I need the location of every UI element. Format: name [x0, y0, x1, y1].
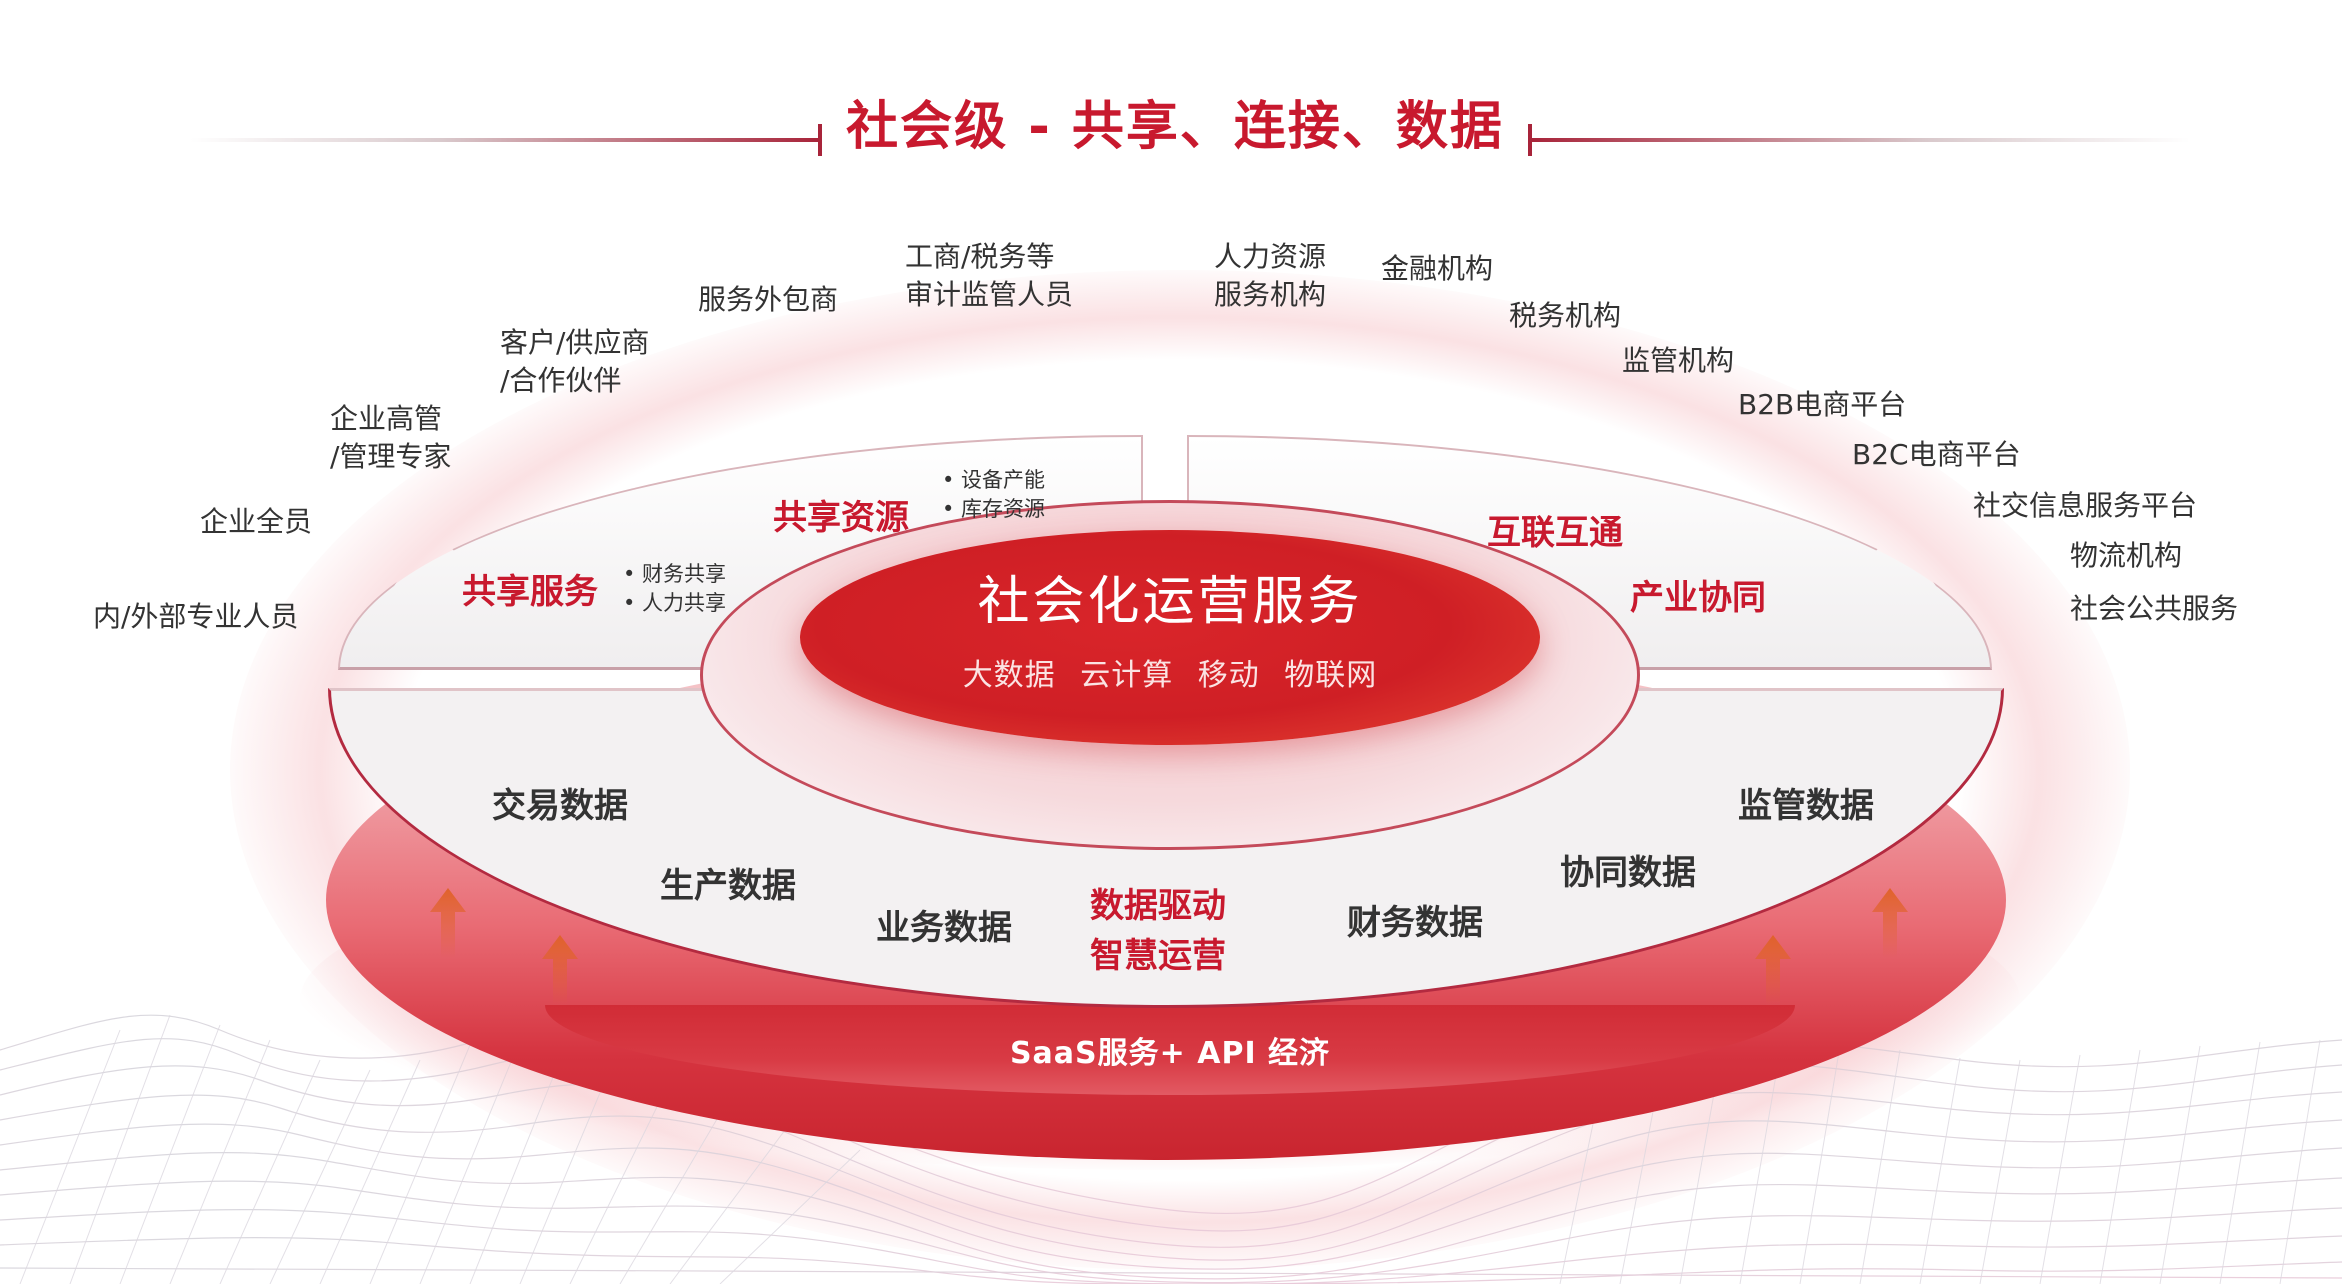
core-technologies: 大数据 云计算 移动 物联网: [962, 658, 1378, 693]
participant-label: 企业高管/管理专家: [330, 402, 452, 473]
arrow-up-icon: [1755, 935, 1791, 1005]
smart-operations-slogan: 智慧运营: [1090, 936, 1226, 976]
wireframe-terrain-decoration: [0, 1014, 2342, 1284]
participant-label: 内/外部专业人员: [93, 600, 299, 633]
page-title: 社会级 - 共享、连接、数据: [846, 97, 1504, 157]
finance-data-label: 财务数据: [1347, 903, 1483, 943]
participant-label: B2C电商平台: [1852, 438, 2021, 471]
participant-label: B2B电商平台: [1738, 388, 1907, 421]
participant-label: 企业全员: [200, 505, 313, 538]
business-data-label: 业务数据: [876, 908, 1012, 948]
arrow-up-icon: [542, 935, 578, 1005]
interconnection-label: 互联互通: [1487, 513, 1623, 553]
core-ellipse: [800, 530, 1540, 745]
shared-services-item: • 财务共享: [623, 562, 727, 586]
participant-label: 工商/税务等审计监管人员: [905, 240, 1074, 311]
shared-services-label: 共享服务: [462, 572, 598, 612]
shared-resources-item: • 设备产能: [942, 468, 1046, 492]
participant-label: 服务外包商: [698, 283, 839, 316]
regulatory-data-label: 监管数据: [1738, 786, 1874, 826]
participant-label: 税务机构: [1509, 299, 1622, 332]
core-title: 社会化运营服务: [977, 572, 1363, 632]
production-data-label: 生产数据: [660, 866, 796, 906]
participant-label: 社会公共服务: [2070, 592, 2239, 625]
arrow-up-icon: [1872, 888, 1908, 958]
shared-services-item: • 人力共享: [623, 591, 727, 615]
title-rule-left: [190, 138, 820, 142]
title-rule-right: [1530, 138, 2190, 142]
shared-resources-item: • 库存资源: [942, 497, 1046, 521]
arrow-up-icon: [430, 888, 466, 958]
transaction-data-label: 交易数据: [492, 786, 628, 826]
participant-label: 客户/供应商/合作伙伴: [500, 326, 650, 397]
collaboration-data-label: 协同数据: [1560, 853, 1696, 893]
participant-label: 监管机构: [1622, 344, 1735, 377]
saas-api-label: SaaS服务+ API 经济: [1009, 1036, 1331, 1071]
title-tick-left: [818, 124, 822, 156]
industry-collaboration-label: 产业协同: [1630, 578, 1766, 618]
participant-label: 物流机构: [2070, 539, 2183, 572]
data-driven-slogan: 数据驱动: [1090, 886, 1226, 926]
participant-label: 社交信息服务平台: [1973, 489, 2198, 522]
shared-resources-label: 共享资源: [773, 498, 909, 538]
participant-label: 金融机构: [1381, 252, 1494, 285]
participant-label: 人力资源服务机构: [1214, 240, 1327, 311]
